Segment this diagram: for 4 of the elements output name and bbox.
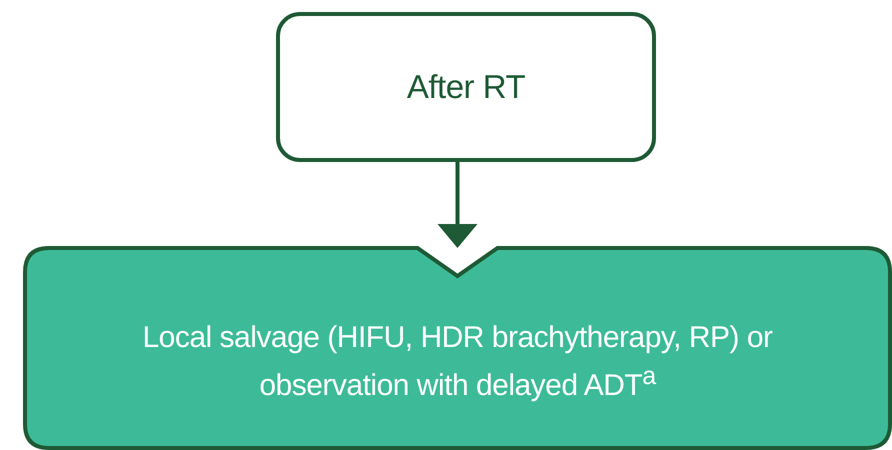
node-text: After RT (406, 66, 526, 107)
arrow (438, 162, 478, 248)
condition-box (276, 12, 656, 162)
node-text: Local salvage (HIFU, HDR brachytherapy, RP) or observation with delayed ADT$^{a}$ (142, 320, 774, 404)
